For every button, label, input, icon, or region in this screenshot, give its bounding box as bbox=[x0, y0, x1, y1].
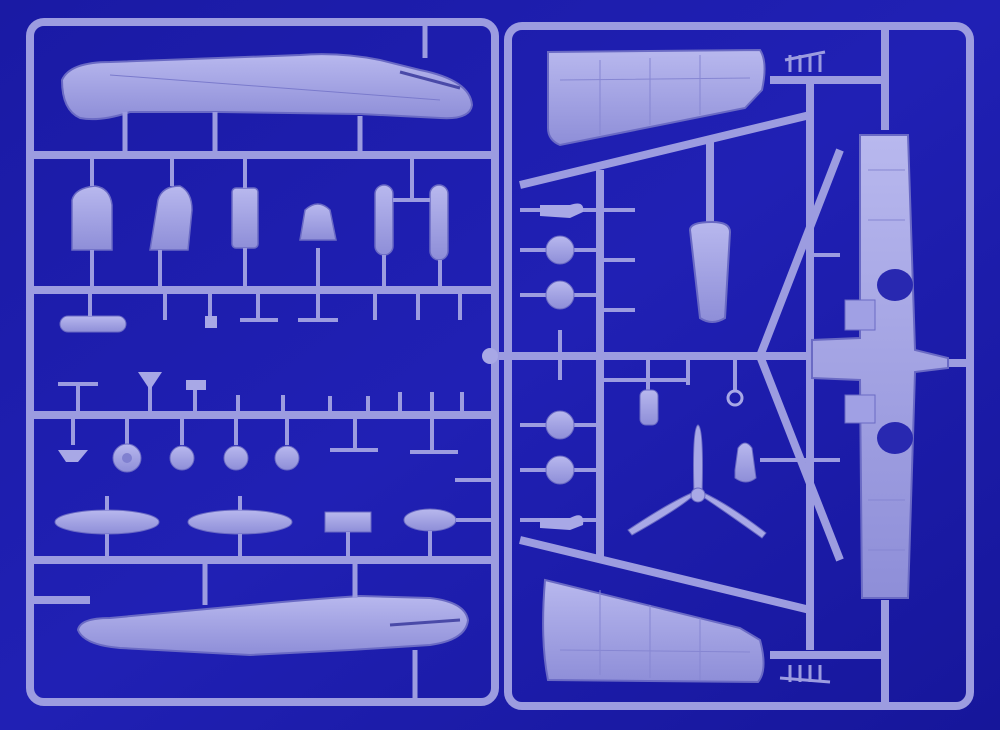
fuselage-half-lower bbox=[76, 560, 470, 702]
row-drop-tanks bbox=[54, 478, 495, 560]
sprue-pin-clusters bbox=[779, 50, 831, 684]
wing-lower-half bbox=[542, 578, 765, 684]
wing-upper-half bbox=[547, 48, 766, 147]
propeller bbox=[627, 424, 767, 539]
center-sprue-gate bbox=[482, 348, 498, 364]
row-small-parts-2 bbox=[59, 290, 462, 333]
fuselage-half-upper bbox=[60, 22, 474, 152]
row-wheels-left bbox=[58, 415, 458, 473]
row-small-parts-3 bbox=[58, 372, 464, 415]
row-small-sprues-1 bbox=[90, 155, 442, 290]
right-small-parts bbox=[520, 203, 840, 530]
lower-wing-panel bbox=[811, 134, 949, 599]
